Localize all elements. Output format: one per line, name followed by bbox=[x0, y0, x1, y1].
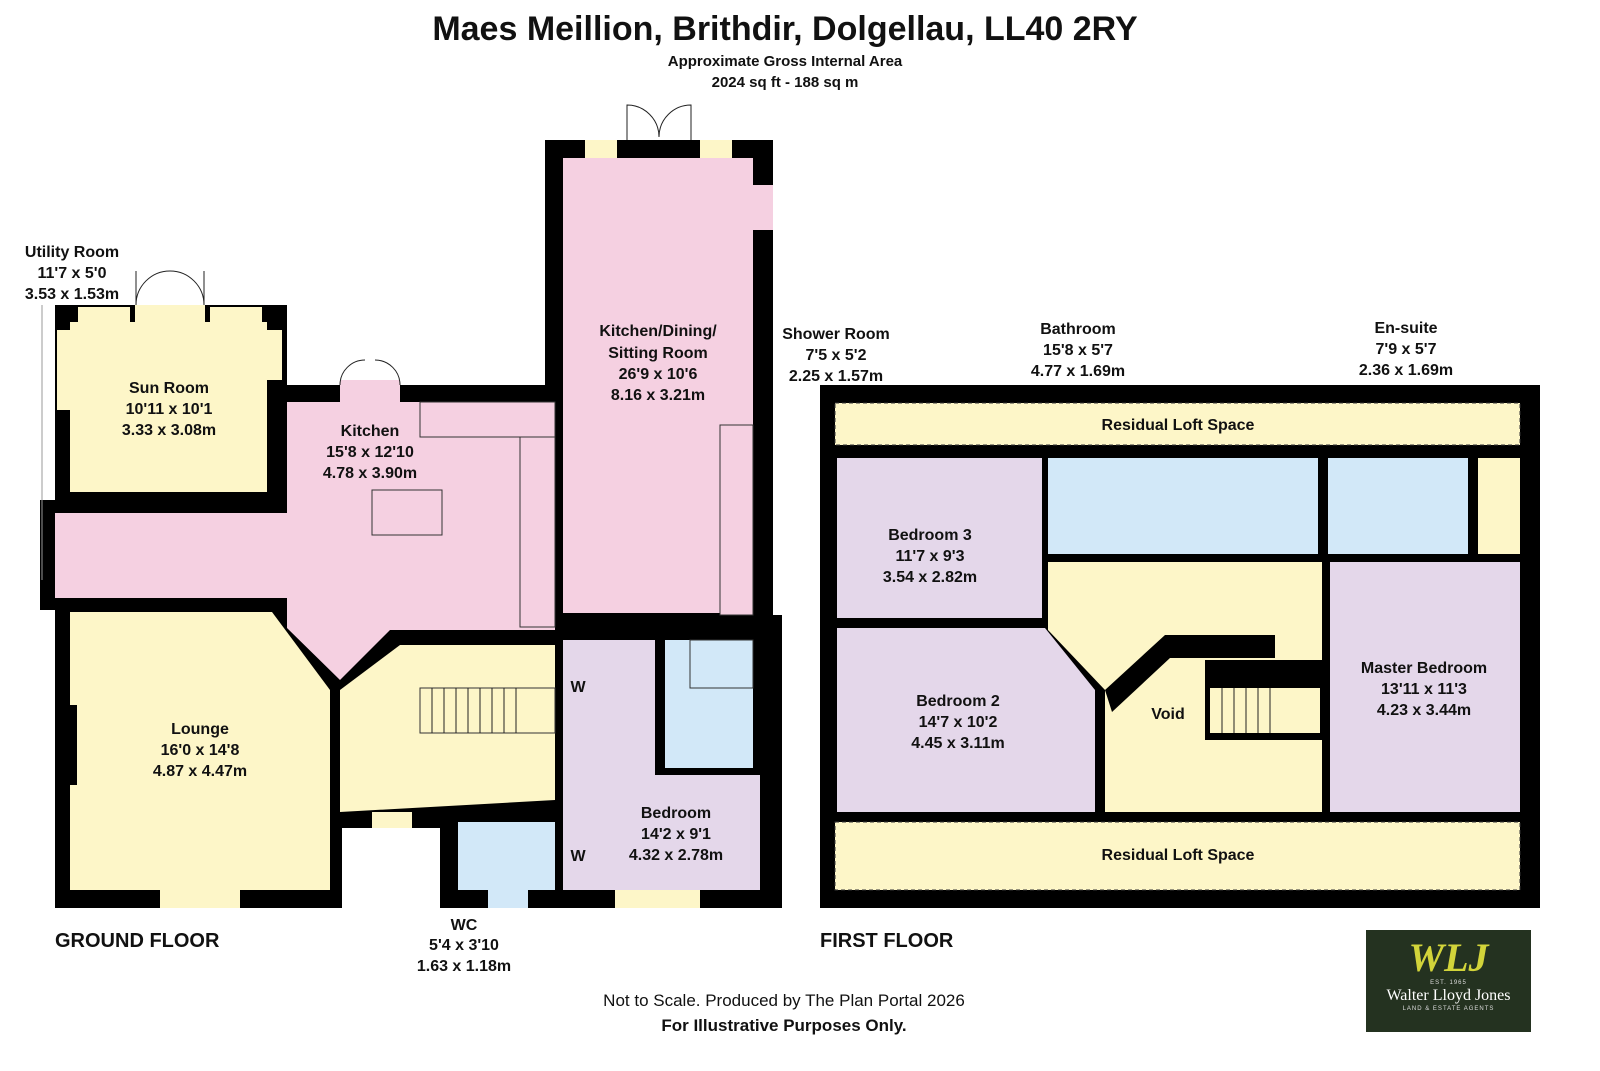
room-label: 3.33 x 3.08m bbox=[122, 422, 216, 439]
room-label: 8.16 x 3.21m bbox=[611, 387, 705, 404]
wc bbox=[458, 822, 555, 890]
residual-loft-space-bottom bbox=[834, 821, 1521, 891]
room-label: 3.54 x 2.82m bbox=[883, 569, 977, 586]
loft-label-bottom: Residual Loft Space bbox=[1102, 847, 1255, 864]
room-label: 16'0 x 14'8 bbox=[161, 742, 240, 759]
bedroom-3 bbox=[837, 458, 1042, 618]
room-label: Kitchen bbox=[341, 423, 400, 440]
footer-note-bold: For Illustrative Purposes Only. bbox=[661, 1016, 906, 1035]
room-label: 14'2 x 9'1 bbox=[641, 826, 711, 843]
room-label: Utility Room bbox=[25, 244, 119, 261]
first-floor-labels: Bathroom 15'8 x 5'7 4.77 x 1.69m En-suit… bbox=[820, 320, 1487, 952]
room-label: Lounge bbox=[171, 721, 229, 738]
room-label: 5'4 x 3'10 bbox=[429, 937, 499, 954]
room-label: Shower Room bbox=[782, 326, 890, 343]
room-label: Bedroom bbox=[641, 805, 711, 822]
agent-logo: WLJ EST. 1965 Walter Lloyd Jones LAND & … bbox=[1366, 930, 1531, 1032]
room-label: W bbox=[570, 679, 586, 696]
room-label: En-suite bbox=[1374, 320, 1437, 337]
room-label: 4.77 x 1.69m bbox=[1031, 363, 1125, 380]
bathroom bbox=[1048, 458, 1318, 554]
room-label: 7'5 x 5'2 bbox=[806, 347, 867, 364]
room-label: Kitchen/Dining/ bbox=[599, 323, 717, 340]
room-label: Bedroom 2 bbox=[916, 693, 1000, 710]
room-label: Master Bedroom bbox=[1361, 660, 1487, 677]
logo-name: Walter Lloyd Jones bbox=[1386, 987, 1511, 1004]
bedroom bbox=[563, 640, 760, 890]
en-suite bbox=[1328, 458, 1468, 554]
landing bbox=[1048, 562, 1322, 812]
first-floor-plan bbox=[820, 385, 1540, 908]
master-bedroom bbox=[1330, 562, 1520, 812]
room-label: 15'8 x 12'10 bbox=[326, 444, 414, 461]
plan-title: Maes Meillion, Brithdir, Dolgellau, LL40… bbox=[432, 10, 1138, 48]
bedroom-2 bbox=[837, 628, 1095, 812]
room-label: 1.63 x 1.18m bbox=[417, 958, 511, 975]
logo-tagline: LAND & ESTATE AGENTS bbox=[1402, 1006, 1495, 1012]
footer-note: Not to Scale. Produced by The Plan Porta… bbox=[603, 991, 965, 1010]
staircase bbox=[419, 687, 556, 734]
room-label: 15'8 x 5'7 bbox=[1043, 342, 1113, 359]
room-label: Sun Room bbox=[129, 380, 209, 397]
logo-est: EST. 1965 bbox=[1430, 980, 1467, 986]
utility-room bbox=[55, 513, 287, 598]
room-label: 4.32 x 2.78m bbox=[629, 847, 723, 864]
room-label: Bedroom 3 bbox=[888, 527, 972, 544]
lounge bbox=[70, 612, 330, 890]
room-label: WC bbox=[451, 917, 478, 934]
plan-area: 2024 sq ft - 188 sq m bbox=[712, 74, 859, 91]
room-label: 7'9 x 5'7 bbox=[1376, 341, 1437, 358]
ground-floor-labels: Utility Room 11'7 x 5'0 3.53 x 1.53m Sun… bbox=[25, 244, 890, 975]
sun-room bbox=[70, 322, 267, 492]
loft-label-top: Residual Loft Space bbox=[1102, 417, 1255, 434]
plan-subtitle: Approximate Gross Internal Area bbox=[668, 53, 903, 70]
room-label: 4.45 x 3.11m bbox=[911, 735, 1004, 752]
room-label: 4.87 x 4.47m bbox=[153, 763, 247, 780]
kitchen bbox=[287, 402, 555, 680]
ground-floor-plan bbox=[40, 104, 782, 908]
room-label: 2.25 x 1.57m bbox=[789, 368, 883, 385]
room-label: 2.36 x 1.69m bbox=[1359, 362, 1453, 379]
room-label: 4.23 x 3.44m bbox=[1377, 702, 1471, 719]
room-label: 26'9 x 10'6 bbox=[619, 366, 698, 383]
room-label: 11'7 x 9'3 bbox=[895, 548, 964, 565]
room-label: 13'11 x 11'3 bbox=[1381, 681, 1467, 698]
ground-floor-label: GROUND FLOOR bbox=[55, 930, 220, 952]
room-label: 11'7 x 5'0 bbox=[37, 265, 106, 282]
room-label: Bathroom bbox=[1040, 321, 1116, 338]
room-label: 3.53 x 1.53m bbox=[25, 286, 119, 303]
first-floor-label: FIRST FLOOR bbox=[820, 930, 954, 952]
residual-loft-space-top bbox=[834, 402, 1521, 446]
room-label: Void bbox=[1151, 706, 1184, 723]
logo-monogram: WLJ bbox=[1408, 935, 1489, 980]
room-label: 14'7 x 10'2 bbox=[919, 714, 998, 731]
room-label: Sitting Room bbox=[608, 345, 708, 362]
room-label: 10'11 x 10'1 bbox=[126, 401, 213, 418]
room-label: W bbox=[570, 848, 586, 865]
room-label: 4.78 x 3.90m bbox=[323, 465, 417, 482]
